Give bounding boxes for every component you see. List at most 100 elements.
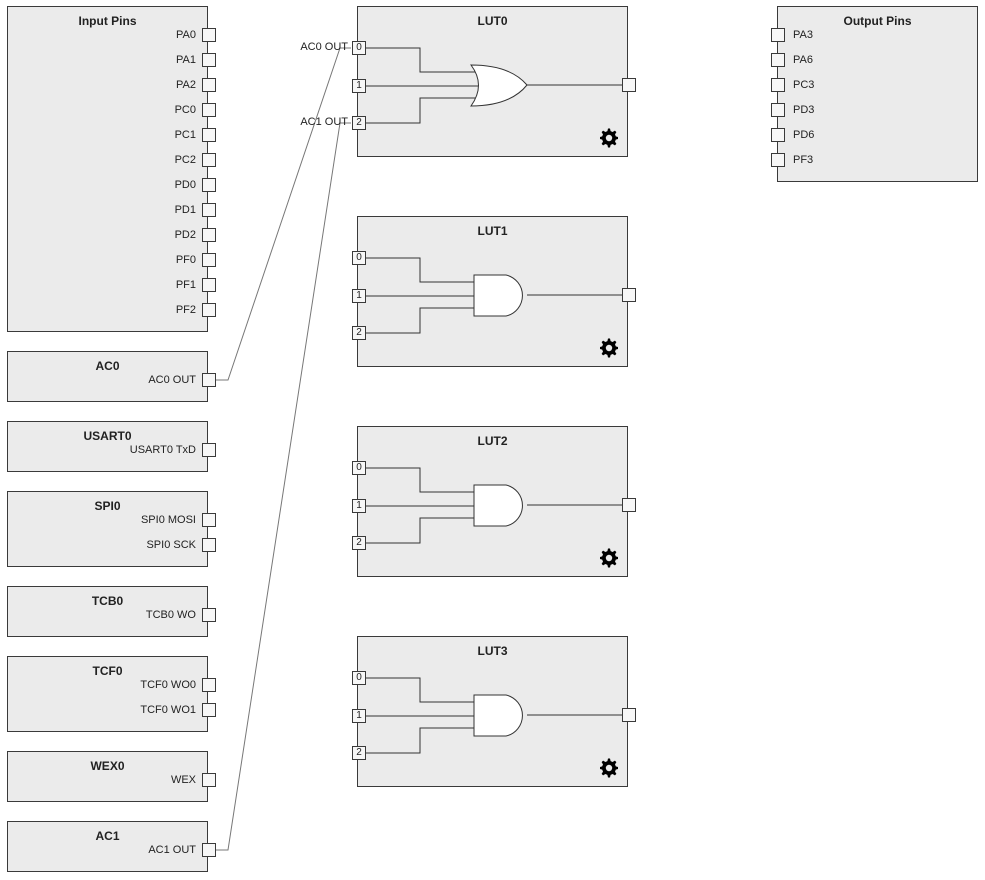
output-pins-title: Output Pins — [843, 14, 912, 28]
lut2-block: LUT2 — [357, 426, 628, 577]
lut2-title: LUT2 — [477, 434, 508, 448]
lut3-title: LUT3 — [477, 644, 508, 658]
lut0-input-2-source: AC1 OUT — [300, 116, 348, 128]
wex0-block: WEX0 WEX — [7, 751, 208, 802]
lut2-input-0[interactable]: 0 — [352, 461, 366, 475]
tcb0-block: TCB0 TCB0 WO — [7, 586, 208, 637]
lut3-block: LUT3 — [357, 636, 628, 787]
lut1-input-2[interactable]: 2 — [352, 326, 366, 340]
input-pin-label: PC2 — [174, 154, 196, 166]
input-pin-port[interactable] — [202, 78, 216, 92]
input-pins-block: Input Pins PA0 PA1 PA2 PC0 PC1 PC2 PD0 P… — [7, 6, 208, 332]
wex0-title: WEX0 — [90, 759, 125, 773]
lut1-gear-icon[interactable] — [599, 338, 619, 358]
output-pin-port[interactable] — [771, 128, 785, 142]
lut0-input-1[interactable]: 1 — [352, 79, 366, 93]
output-pin-port[interactable] — [771, 28, 785, 42]
output-pin-port[interactable] — [771, 153, 785, 167]
ac0-title: AC0 — [95, 359, 120, 373]
lut1-output-port[interactable] — [622, 288, 636, 302]
tcf0-wo1-label: TCF0 WO1 — [140, 704, 196, 716]
input-pin-label: PA2 — [176, 79, 196, 91]
input-pin-label: PC0 — [174, 104, 196, 116]
input-pin-port[interactable] — [202, 203, 216, 217]
tcb0-title: TCB0 — [91, 594, 124, 608]
tcb0-wo-label: TCB0 WO — [145, 609, 196, 621]
lut3-input-1[interactable]: 1 — [352, 709, 366, 723]
ac1-title: AC1 — [95, 829, 120, 843]
spi0-title: SPI0 — [94, 499, 121, 513]
input-pin-port[interactable] — [202, 278, 216, 292]
lut2-input-2[interactable]: 2 — [352, 536, 366, 550]
input-pin-label: PA1 — [176, 54, 196, 66]
ac1-out-label: AC1 OUT — [148, 844, 196, 856]
spi0-block: SPI0 SPI0 MOSI SPI0 SCK — [7, 491, 208, 567]
usart0-block: USART0 USART0 TxD — [7, 421, 208, 472]
output-pin-label: PD3 — [793, 104, 815, 116]
lut0-output-port[interactable] — [622, 78, 636, 92]
input-pin-label: PF1 — [175, 279, 196, 291]
wire-ac1-to-lut0-in2 — [216, 122, 351, 851]
lut0-gear-icon[interactable] — [599, 128, 619, 148]
usart0-title: USART0 — [83, 429, 132, 443]
input-pin-label: PD0 — [174, 179, 196, 191]
spi0-sck-port[interactable] — [202, 538, 216, 552]
tcf0-wo1-port[interactable] — [202, 703, 216, 717]
input-pin-label: PD2 — [174, 229, 196, 241]
lut2-gear-icon[interactable] — [599, 548, 619, 568]
wex-label: WEX — [170, 774, 196, 786]
output-pin-label: PF3 — [793, 154, 814, 166]
input-pin-port[interactable] — [202, 303, 216, 317]
spi0-mosi-port[interactable] — [202, 513, 216, 527]
output-pin-label: PD6 — [793, 129, 815, 141]
input-pin-port[interactable] — [202, 103, 216, 117]
lut1-input-0[interactable]: 0 — [352, 251, 366, 265]
lut0-title: LUT0 — [477, 14, 508, 28]
input-pin-label: PF2 — [175, 304, 196, 316]
input-pin-port[interactable] — [202, 53, 216, 67]
lut3-input-0[interactable]: 0 — [352, 671, 366, 685]
tcf0-title: TCF0 — [92, 664, 123, 678]
input-pin-port[interactable] — [202, 28, 216, 42]
lut3-output-port[interactable] — [622, 708, 636, 722]
output-pin-port[interactable] — [771, 53, 785, 67]
input-pin-port[interactable] — [202, 253, 216, 267]
ac0-out-label: AC0 OUT — [148, 374, 196, 386]
input-pin-label: PF0 — [175, 254, 196, 266]
usart0-txd-label: USART0 TxD — [129, 444, 196, 456]
input-pin-port[interactable] — [202, 228, 216, 242]
output-pin-label: PA3 — [793, 29, 813, 41]
output-pin-port[interactable] — [771, 78, 785, 92]
lut3-gear-icon[interactable] — [599, 758, 619, 778]
input-pin-port[interactable] — [202, 128, 216, 142]
lut0-block: LUT0 — [357, 6, 628, 157]
usart0-txd-port[interactable] — [202, 443, 216, 457]
lut0-input-0-source: AC0 OUT — [300, 41, 348, 53]
lut2-output-port[interactable] — [622, 498, 636, 512]
ac1-out-port[interactable] — [202, 843, 216, 857]
output-pin-label: PA6 — [793, 54, 813, 66]
lut1-block: LUT1 — [357, 216, 628, 367]
lut2-input-1[interactable]: 1 — [352, 499, 366, 513]
lut3-input-2[interactable]: 2 — [352, 746, 366, 760]
wex-port[interactable] — [202, 773, 216, 787]
input-pin-port[interactable] — [202, 153, 216, 167]
lut0-input-0[interactable]: 0 — [352, 41, 366, 55]
tcf0-wo0-label: TCF0 WO0 — [140, 679, 196, 691]
lut1-input-1[interactable]: 1 — [352, 289, 366, 303]
tcf0-wo0-port[interactable] — [202, 678, 216, 692]
output-pin-label: PC3 — [793, 79, 815, 91]
ac1-block: AC1 AC1 OUT — [7, 821, 208, 872]
ac0-out-port[interactable] — [202, 373, 216, 387]
spi0-mosi-label: SPI0 MOSI — [140, 514, 196, 526]
tcb0-wo-port[interactable] — [202, 608, 216, 622]
lut1-title: LUT1 — [477, 224, 508, 238]
output-pin-port[interactable] — [771, 103, 785, 117]
ac0-block: AC0 AC0 OUT — [7, 351, 208, 402]
input-pin-label: PD1 — [174, 204, 196, 216]
lut0-input-2[interactable]: 2 — [352, 116, 366, 130]
wire-ac0-to-lut0-in0 — [216, 47, 351, 381]
input-pin-label: PA0 — [176, 29, 196, 41]
input-pins-title: Input Pins — [78, 14, 137, 28]
input-pin-port[interactable] — [202, 178, 216, 192]
